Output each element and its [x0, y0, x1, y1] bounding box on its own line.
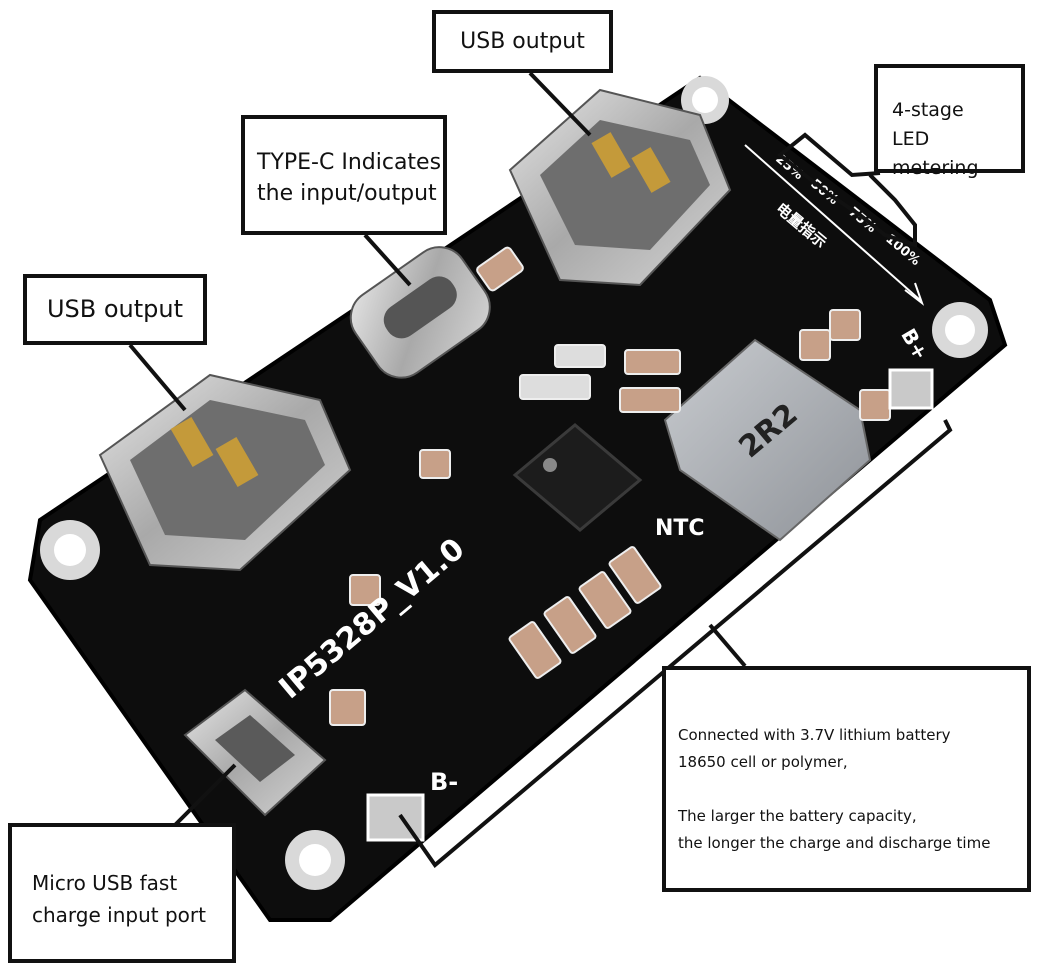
callout-typec-line-2: the input/output	[257, 181, 437, 206]
callout-usb-output-top-text: USB output	[460, 29, 585, 54]
b-minus-label: B-	[430, 768, 458, 796]
callout-typec: TYPE-C Indicates the input/output	[241, 115, 447, 235]
led-arrow-line	[744, 144, 921, 301]
pcb-board	[27, 75, 1008, 922]
smd-components	[329, 246, 891, 726]
callout-micro-usb: Micro USB fast charge input port	[8, 823, 236, 963]
ntc-label: NTC	[655, 516, 705, 541]
callout-micro-line-1: Micro USB fast	[32, 871, 178, 895]
callout-micro-line-2: charge input port	[32, 903, 206, 927]
leader-lines	[128, 71, 953, 868]
callout-battery-line-3: The larger the battery capacity,	[678, 807, 917, 825]
battery-plus-pad	[888, 368, 934, 410]
ic-chip	[512, 423, 643, 532]
callout-usb-output-top: USB output	[432, 10, 613, 73]
led-arrow-head	[904, 282, 925, 306]
callout-battery-line-4: the longer the charge and discharge time	[678, 834, 991, 852]
callout-battery-line-1: Connected with 3.7V lithium battery	[678, 726, 951, 744]
callout-usb-output-left: USB output	[23, 274, 207, 345]
type-c-port	[349, 246, 491, 379]
callout-led-metering: 4-stage LED metering	[874, 64, 1025, 179]
callout-led-line-2: LED metering	[892, 128, 979, 179]
callout-battery: Connected with 3.7V lithium battery 1865…	[662, 666, 1031, 892]
inductor: 2R2	[663, 338, 872, 542]
mounting-holes	[40, 76, 988, 890]
callout-battery-line-2: 18650 cell or polymer,	[678, 753, 848, 771]
usb-a-port-top	[508, 88, 732, 287]
micro-usb-port	[183, 688, 327, 817]
callout-led-line-1: 4-stage	[892, 99, 964, 121]
callout-typec-line-1: TYPE-C Indicates	[257, 150, 442, 175]
callout-usb-output-left-text: USB output	[46, 295, 184, 323]
usb-a-port-left	[98, 373, 352, 572]
